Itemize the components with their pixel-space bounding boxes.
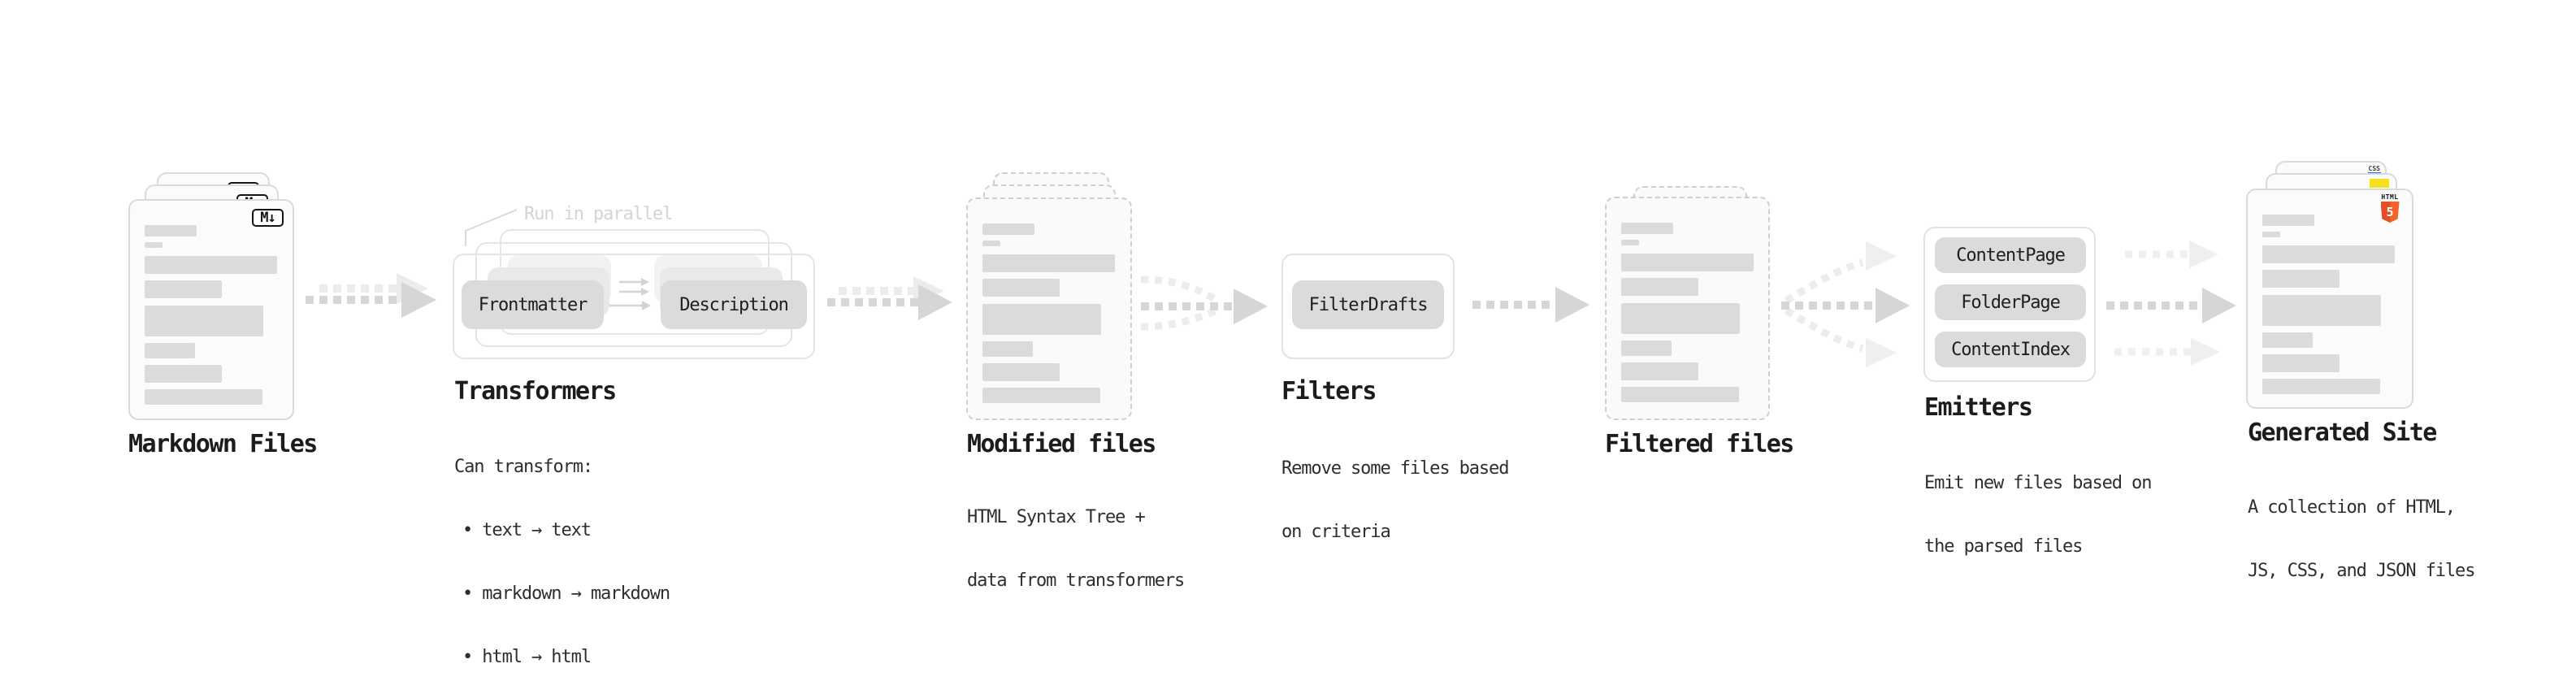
arrow-filtered-to-emitters <box>1781 241 1910 367</box>
run-in-parallel-note: Run in parallel <box>524 204 673 224</box>
doc-text-line <box>2262 295 2381 326</box>
doc-text-line <box>1621 223 1673 234</box>
arrow-emitters-to-site <box>2106 241 2236 366</box>
stage-label-emitters: Emitters <box>1924 393 2033 422</box>
doc-text-line <box>1621 362 1698 380</box>
description-line: Can transform: <box>454 457 593 477</box>
transformer-box-front <box>453 254 815 359</box>
doc-text-line <box>1621 387 1739 402</box>
filterdrafts-pill: FilterDrafts <box>1292 280 1444 329</box>
description-line: JS, CSS, and JSON files <box>2248 561 2475 581</box>
transformers-description: Can transform: • text → text • markdown … <box>454 414 670 681</box>
doc-text-line <box>2262 232 2280 237</box>
contentindex-pill: ContentIndex <box>1935 332 2086 367</box>
folderpage-pill: FolderPage <box>1935 284 2086 320</box>
site-description: A collection of HTML, JS, CSS, and JSON … <box>2248 455 2475 624</box>
description-line: on criteria <box>1281 522 1391 542</box>
doc-text-line <box>1621 254 1754 271</box>
doc-text-line <box>2262 215 2314 226</box>
filtered-doc-front <box>1605 197 1770 420</box>
arrow-transformers-to-modified <box>827 276 952 320</box>
doc-text-line <box>2262 245 2395 263</box>
doc-text-line <box>2262 379 2380 394</box>
description-line: Remove some files based <box>1281 458 1509 479</box>
description-line: • markdown → markdown <box>462 583 670 604</box>
doc-text-line <box>145 225 197 236</box>
transformer-step-arrows <box>609 278 651 310</box>
html5-icon-word: HTML <box>2381 193 2399 201</box>
doc-text-line <box>2262 354 2340 372</box>
doc-text-line <box>982 279 1060 297</box>
stage-label-modified-files: Modified files <box>967 430 1156 458</box>
doc-text-line <box>982 363 1060 381</box>
js-icon <box>2370 179 2389 188</box>
doc-text-line <box>982 304 1101 335</box>
run-in-parallel-connector <box>465 209 518 246</box>
doc-text-line <box>145 306 263 336</box>
arrow-filters-to-filtered <box>1472 287 1589 323</box>
modified-description: HTML Syntax Tree + data from transformer… <box>967 465 1185 634</box>
modified-doc-front <box>966 197 1132 420</box>
stage-label-filters: Filters <box>1281 377 1377 406</box>
doc-text-line <box>982 223 1034 235</box>
doc-text-line <box>1621 278 1698 296</box>
stage-label-transformers: Transformers <box>454 377 617 406</box>
description-line: • html → html <box>462 647 592 667</box>
html5-icon-number: 5 <box>2386 204 2394 219</box>
contentpage-pill: ContentPage <box>1935 237 2086 273</box>
stage-label-markdown-files: Markdown Files <box>128 430 318 458</box>
doc-text-line <box>982 254 1115 272</box>
markdown-doc-front: M↓ <box>128 199 294 420</box>
doc-text-line <box>145 365 222 383</box>
description-line: HTML Syntax Tree + <box>967 507 1146 527</box>
frontmatter-pill: Frontmatter <box>462 280 604 329</box>
doc-text-line <box>145 280 222 298</box>
html5-icon-shield: 5 <box>2380 202 2400 223</box>
filters-description: Remove some files based on criteria <box>1281 416 1509 585</box>
doc-text-line <box>2262 270 2340 288</box>
doc-text-line <box>1621 303 1740 334</box>
doc-text-line <box>145 389 262 405</box>
doc-text-line <box>982 241 1000 246</box>
doc-text-line <box>145 343 195 358</box>
description-line: • text → text <box>462 520 592 540</box>
markdown-icon-label: M↓ <box>260 210 276 226</box>
doc-text-line <box>145 242 163 248</box>
stage-label-filtered-files: Filtered files <box>1605 430 1794 458</box>
stage-label-generated-site: Generated Site <box>2248 419 2437 447</box>
markdown-icon: M↓ <box>252 209 284 227</box>
html5-icon: HTML 5 <box>2380 194 2400 223</box>
description-line: the parsed files <box>1924 536 2083 557</box>
description-line: A collection of HTML, <box>2248 497 2456 518</box>
arrow-modified-to-filters <box>1140 275 1268 331</box>
description-line: Emit new files based on <box>1924 473 2152 493</box>
doc-text-line <box>2262 332 2313 348</box>
doc-text-line <box>145 256 277 274</box>
emitters-description: Emit new files based on the parsed files <box>1924 431 2152 600</box>
description-line: data from transformers <box>967 570 1185 591</box>
doc-text-line <box>1621 240 1639 245</box>
doc-text-line <box>1621 340 1672 356</box>
arrow-markdown-to-transformers <box>306 273 436 318</box>
doc-text-line <box>982 388 1100 403</box>
doc-text-line <box>982 341 1033 357</box>
site-doc-front: HTML 5 <box>2246 189 2413 409</box>
description-pill: Description <box>661 280 807 329</box>
